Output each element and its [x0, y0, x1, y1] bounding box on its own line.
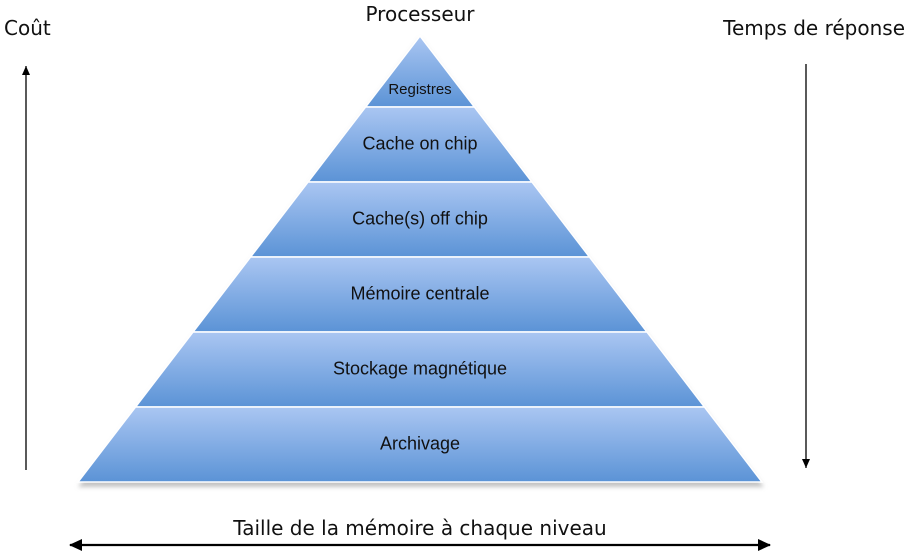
pyramid-level-label: Cache on chip — [362, 133, 477, 153]
cost-axis-label: Coût — [4, 16, 51, 40]
pyramid-level-label: Stockage magnétique — [333, 358, 507, 378]
response-time-axis-label: Temps de réponse — [723, 16, 905, 40]
pyramid-level-label: Archivage — [380, 433, 460, 453]
processor-label: Processeur — [365, 2, 475, 26]
pyramid-level-band — [76, 406, 764, 483]
memory-size-axis-label: Taille de la mémoire à chaque niveau — [233, 516, 607, 540]
pyramid-level-label: Registres — [388, 81, 451, 98]
pyramid-level-label: Cache(s) off chip — [352, 208, 488, 228]
pyramid-level-label: Mémoire centrale — [350, 283, 489, 303]
